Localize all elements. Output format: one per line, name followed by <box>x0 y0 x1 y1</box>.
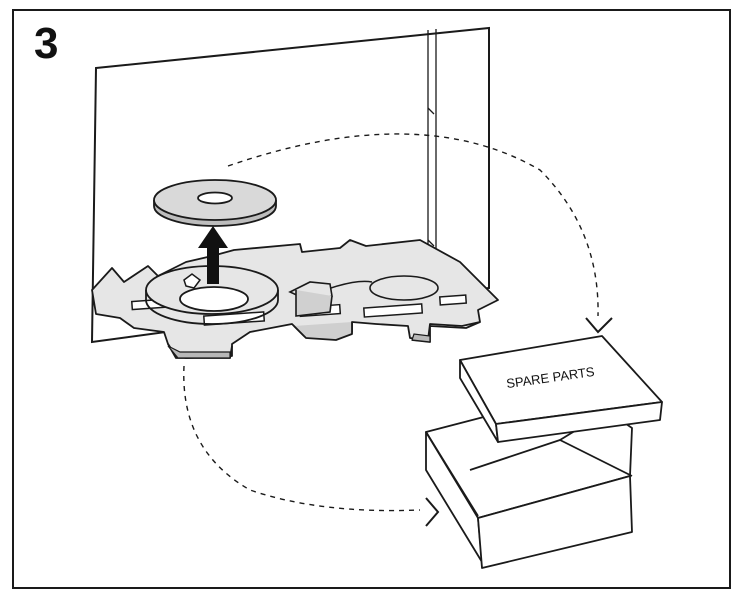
tray-shadow <box>167 333 431 359</box>
box-lid <box>459 335 663 443</box>
clip-housing <box>288 281 333 317</box>
cavity-corner-lines <box>427 29 437 262</box>
step-number: 3 <box>34 19 59 68</box>
up-arrow-icon <box>198 226 228 284</box>
dashed-curve-arrow-icon <box>227 133 613 334</box>
turntable-disc <box>153 179 277 227</box>
dashed-curve-arrow-icon-2 <box>183 365 440 527</box>
roller-ring <box>145 265 279 325</box>
instruction-panel-frame <box>12 9 731 589</box>
coupler-piece <box>183 273 202 289</box>
